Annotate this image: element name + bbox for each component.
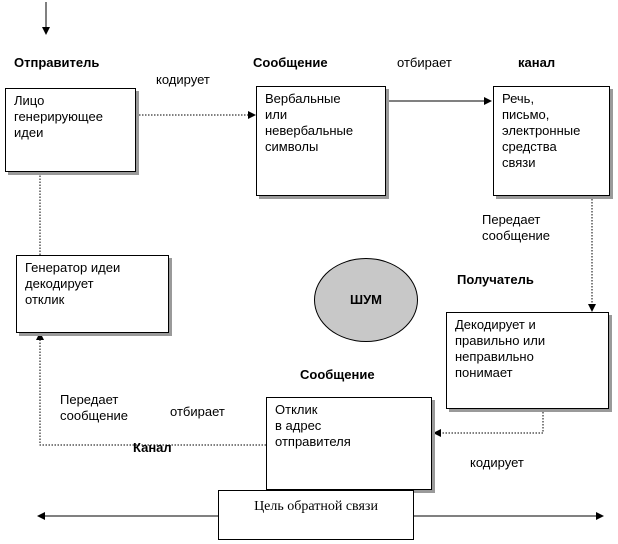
sender-label: Отправитель	[14, 55, 100, 70]
noise-label: ШУМ	[350, 292, 382, 307]
transmits-label-right: Передает сообщение	[482, 212, 551, 243]
selects-label-top: отбирает	[397, 55, 452, 70]
generator-box-text: Генератор идеи декодирует отклик	[25, 260, 121, 307]
sender-box: Лицо генерирующее идеи	[5, 88, 136, 172]
encodes-label-bottom: кодирует	[470, 455, 524, 470]
response-box: Отклик в адрес отправителя	[266, 397, 432, 490]
arrow-receiver-to-response	[433, 409, 544, 437]
receiver-box-text: Декодирует и правильно или неправильно п…	[455, 317, 546, 380]
message-label-bottom: Сообщение	[300, 367, 375, 382]
feedback-goal-box: Цель обратной связи	[218, 490, 414, 540]
channel-box-text: Речь, письмо, электронные средства связи	[502, 91, 581, 170]
receiver-box: Декодирует и правильно или неправильно п…	[446, 312, 609, 409]
message-box: Вербальные или невербальные символы	[256, 86, 386, 196]
channel-label-top: канал	[518, 55, 556, 70]
transmits-label-left: Передает сообщение	[60, 392, 129, 423]
channel-box: Речь, письмо, электронные средства связи	[493, 86, 610, 196]
receiver-label: Получатель	[457, 272, 534, 287]
encodes-label-top: кодирует	[156, 72, 210, 87]
generator-box: Генератор идеи декодирует отклик	[16, 255, 169, 333]
selects-label-bottom: отбирает	[170, 404, 225, 419]
sender-box-text: Лицо генерирующее идеи	[14, 93, 103, 140]
channel-label-bottom: Канал	[133, 440, 172, 455]
noise-ellipse: ШУМ	[314, 258, 418, 342]
response-box-text: Отклик в адрес отправителя	[275, 402, 351, 449]
message-box-text: Вербальные или невербальные символы	[265, 91, 354, 154]
feedback-goal-text: Цель обратной связи	[254, 499, 378, 514]
arrow-response-to-generator	[36, 332, 266, 446]
message-label-top: Сообщение	[253, 55, 328, 70]
